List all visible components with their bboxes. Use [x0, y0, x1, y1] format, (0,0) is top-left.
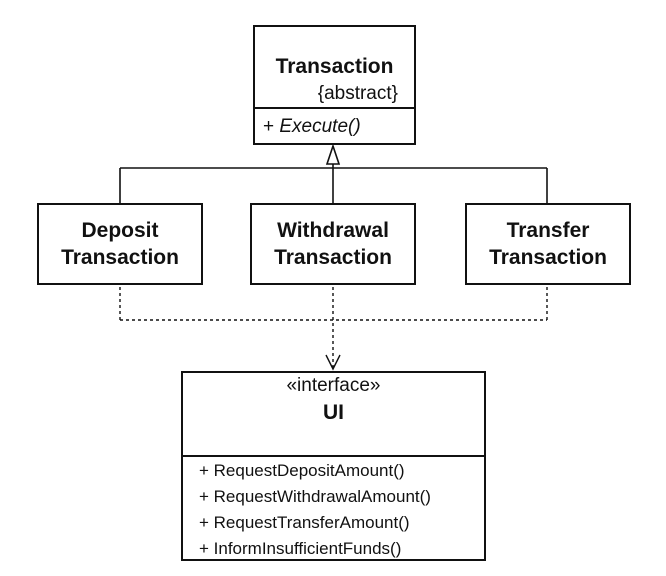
transaction-class-header: Transaction {abstract} — [255, 27, 414, 107]
class-stereotype: {abstract} — [317, 83, 398, 104]
generalization-connector — [119, 143, 548, 203]
operation-execute: + Execute() — [263, 116, 361, 138]
interface-name: UI — [323, 401, 344, 424]
deposit-transaction-class: Deposit Transaction — [37, 203, 203, 285]
operation-name: Execute() — [279, 116, 361, 137]
operation-request-transfer-amount: + RequestTransferAmount() — [199, 513, 410, 532]
class-name-line1: Transfer — [506, 219, 590, 242]
operation-visibility: + — [263, 116, 280, 137]
ui-interface-header: «interface» UI — [183, 373, 484, 455]
operation-inform-insufficient-funds: + InformInsufficientFunds() — [199, 539, 402, 558]
transfer-transaction-class: Transfer Transaction — [465, 203, 631, 285]
operation-request-deposit-amount: + RequestDepositAmount() — [199, 461, 405, 480]
dependency-connector — [119, 287, 548, 368]
generalization-arrowhead — [325, 143, 341, 165]
dependency-arrowhead — [325, 354, 341, 371]
class-name-line2: Transaction — [61, 246, 179, 269]
class-name-line2: Transaction — [274, 246, 392, 269]
interface-stereotype: «interface» — [286, 375, 381, 396]
ui-interface: «interface» UI + RequestDepositAmount() … — [181, 371, 486, 561]
withdrawal-transaction-class: Withdrawal Transaction — [250, 203, 416, 285]
ui-operations: + RequestDepositAmount() + RequestWithdr… — [183, 455, 484, 559]
class-name-line1: Deposit — [81, 219, 159, 242]
class-name: Transaction — [275, 55, 394, 78]
operation-request-withdrawal-amount: + RequestWithdrawalAmount() — [199, 487, 431, 506]
transaction-operations: + Execute() — [255, 107, 414, 143]
transaction-class: Transaction {abstract} + Execute() — [253, 25, 416, 145]
class-name-line1: Withdrawal — [277, 219, 389, 242]
class-name-line2: Transaction — [489, 246, 607, 269]
